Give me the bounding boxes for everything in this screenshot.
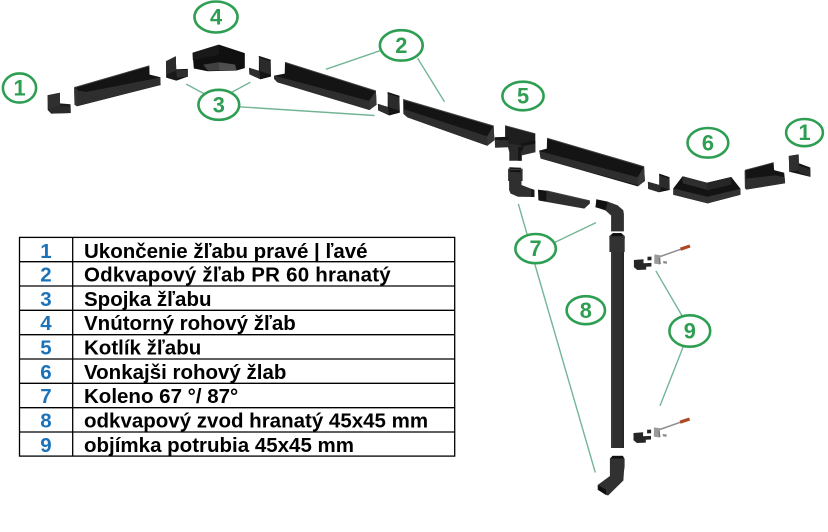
svg-text:Odkvapový žľab PR 60 hranatý: Odkvapový žľab PR 60 hranatý [84,264,391,287]
svg-text:9: 9 [40,434,51,457]
svg-text:objímka potrubia 45x45 mm: objímka potrubia 45x45 mm [84,434,354,457]
svg-text:7: 7 [40,385,51,408]
svg-text:1: 1 [40,240,51,263]
svg-text:1: 1 [13,76,25,101]
svg-text:Vnútorný rohový žľab: Vnútorný rohový žľab [84,312,296,335]
svg-text:7: 7 [530,236,542,261]
svg-text:Spojka žľabu: Spojka žľabu [84,288,212,311]
svg-text:odkvapový zvod hranatý 45x45 m: odkvapový zvod hranatý 45x45 mm [84,410,428,433]
svg-text:Koleno 67 °/ 87°: Koleno 67 °/ 87° [84,385,238,408]
svg-text:Ukončenie žľabu pravé | ľavé: Ukončenie žľabu pravé | ľavé [84,240,368,263]
svg-text:5: 5 [517,84,529,109]
svg-text:8: 8 [40,410,51,433]
svg-text:Kotlík žľabu: Kotlík žľabu [84,337,201,360]
svg-text:Vonkajši rohový žlab: Vonkajši rohový žlab [84,361,286,384]
svg-text:2: 2 [395,33,407,58]
svg-text:1: 1 [798,120,810,145]
svg-text:6: 6 [40,361,51,384]
svg-text:2: 2 [40,264,51,287]
svg-text:6: 6 [702,130,714,155]
svg-text:3: 3 [40,288,51,311]
svg-text:5: 5 [40,337,51,360]
svg-text:4: 4 [40,312,52,335]
svg-text:9: 9 [684,319,696,344]
svg-text:4: 4 [210,5,222,30]
svg-text:8: 8 [580,298,592,323]
svg-text:3: 3 [213,92,225,117]
